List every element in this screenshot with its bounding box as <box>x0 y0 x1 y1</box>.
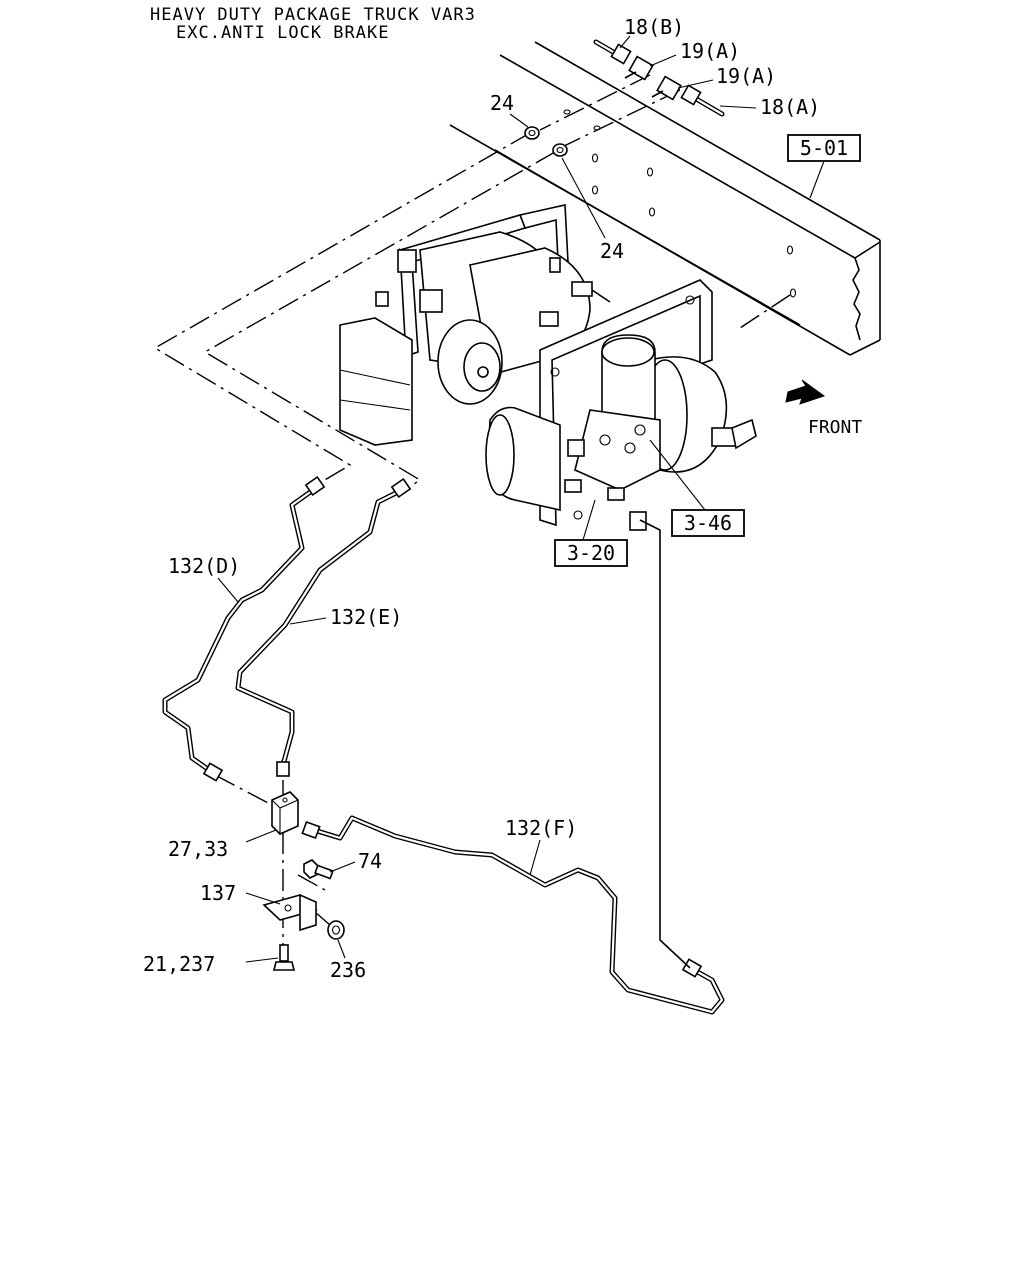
callout-27-33: 27,33 <box>168 837 228 861</box>
callout-24-1: 24 <box>490 91 514 115</box>
callout-74: 74 <box>358 849 382 873</box>
pipe-132d <box>162 475 326 782</box>
bolt-21-237-part <box>272 944 296 971</box>
pipe-132f <box>301 815 725 1015</box>
nut-24-part-1 <box>524 126 540 140</box>
callout-137: 137 <box>200 881 236 905</box>
frame-rail <box>449 41 881 356</box>
nut-24-part-2 <box>552 143 568 157</box>
callout-18a: 18(A) <box>760 95 820 119</box>
nut-236-part <box>327 920 345 940</box>
callout-236: 236 <box>330 958 366 982</box>
ref-3-20-label: 3-20 <box>567 541 615 565</box>
ref-5-01-label: 5-01 <box>800 136 848 160</box>
fitting-18a-part <box>680 84 725 117</box>
callout-132e: 132(E) <box>330 605 402 629</box>
pipe-132e <box>235 477 412 777</box>
ref-box-5-01[interactable]: 5-01 <box>787 134 861 199</box>
header-line-2: EXC.ANTI LOCK BRAKE <box>176 23 389 43</box>
ref-3-46-label: 3-46 <box>684 511 732 535</box>
ref-box-3-46[interactable]: 3-46 <box>649 439 745 537</box>
hydraulic-unit-assembly <box>339 204 757 531</box>
bracket-137-part <box>262 893 318 932</box>
junction-block-part <box>271 791 299 835</box>
rail-holes <box>563 109 797 298</box>
callout-24-2: 24 <box>600 239 624 263</box>
callouts: 18(B) 19(A) 19(A) 18(A) 24 24 132(D) 132… <box>143 15 820 982</box>
fitting-19a-part-1 <box>624 55 654 81</box>
callout-19a-2: 19(A) <box>716 64 776 88</box>
front-label: FRONT <box>808 417 862 438</box>
top-fittings <box>593 39 725 117</box>
arrow-front-icon <box>785 379 826 405</box>
ref-box-3-20[interactable]: 3-20 <box>554 499 628 567</box>
fitting-19a-part-2 <box>651 75 682 101</box>
callout-19a-1: 19(A) <box>680 39 740 63</box>
callout-132d: 132(D) <box>168 554 240 578</box>
bolt-74-part <box>303 859 334 880</box>
fitting-18b-part <box>593 39 632 65</box>
callout-132f: 132(F) <box>505 816 577 840</box>
front-indicator: FRONT <box>785 379 862 438</box>
header-line-1: HEAVY DUTY PACKAGE TRUCK VAR3 <box>150 5 476 25</box>
sensor-wire <box>639 519 691 969</box>
callout-21-237: 21,237 <box>143 952 215 976</box>
callout-18b: 18(B) <box>624 15 684 39</box>
